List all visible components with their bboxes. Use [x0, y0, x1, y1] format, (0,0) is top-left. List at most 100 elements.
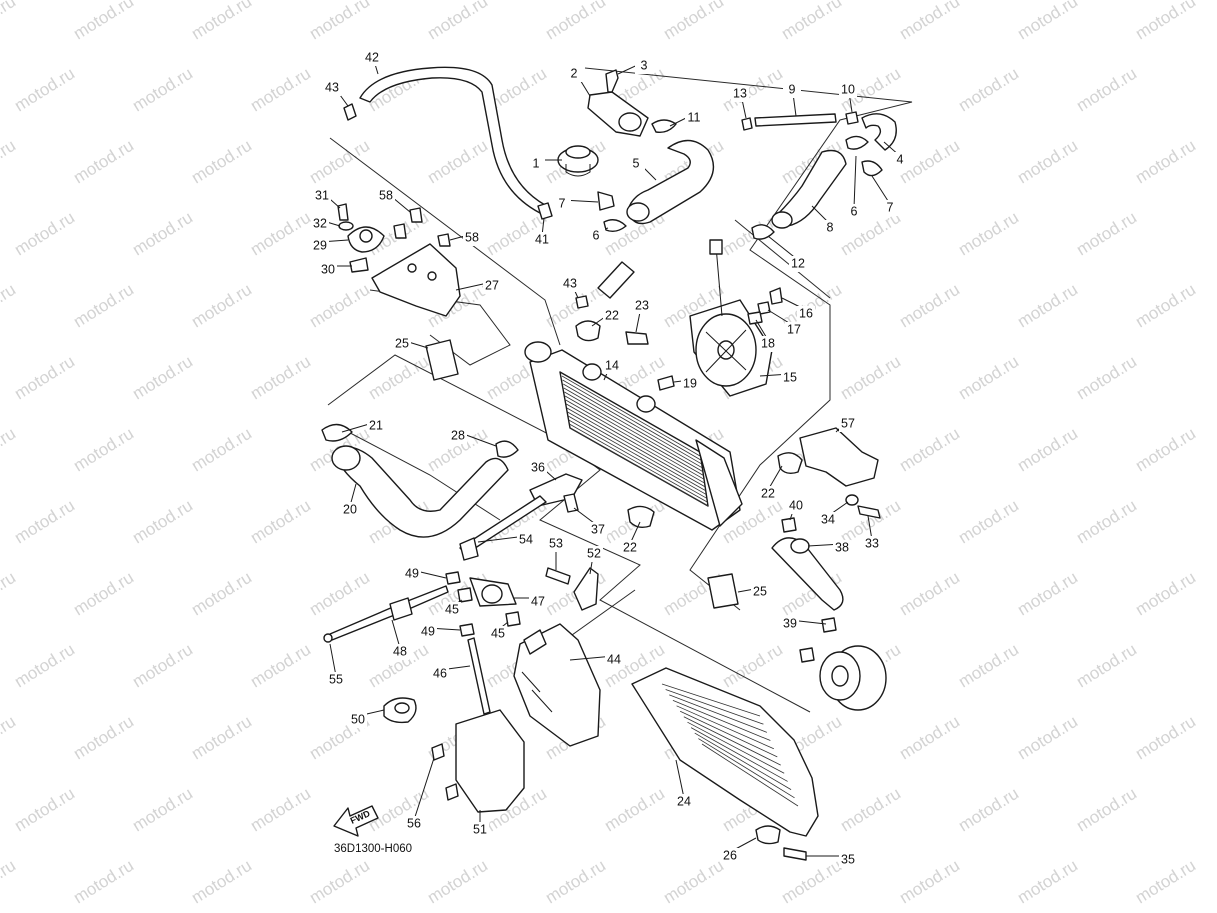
callout-bg — [483, 278, 501, 294]
watermark-text: motod.ru — [188, 280, 255, 332]
part-49-clamp-a — [445, 571, 461, 585]
part-26-collar — [755, 825, 781, 845]
callout-c22a: 22 — [591, 308, 621, 327]
callout-number: 14 — [605, 358, 619, 372]
watermark-text: motod.ru — [601, 784, 668, 836]
callout-number: 30 — [321, 262, 335, 276]
part-1-thermostat — [557, 145, 599, 177]
callout-bg — [391, 644, 409, 660]
callout-number: 49 — [421, 624, 435, 638]
callout-c3: 3 — [617, 58, 653, 75]
callout-c9: 9 — [783, 82, 801, 117]
cover-louver — [680, 710, 778, 758]
radiator-fin — [564, 391, 703, 472]
callout-c49a: 49 — [403, 566, 447, 582]
callout-bg — [533, 232, 551, 248]
callout-bg — [781, 370, 799, 386]
callout-number: 2 — [571, 66, 578, 80]
watermark-text: motod.ru — [955, 496, 1022, 548]
radiator-fin — [569, 427, 709, 507]
callout-number: 45 — [445, 602, 459, 616]
watermark-text: motod.ru — [896, 424, 963, 476]
watermark-text: motod.ru — [70, 280, 137, 332]
part-32-washer — [338, 221, 354, 231]
watermark-text: motod.ru — [306, 0, 373, 43]
callout-c43a: 43 — [323, 80, 349, 107]
part-58-grommet-c — [437, 233, 451, 247]
watermark-text: motod.ru — [1132, 712, 1199, 764]
callout-c43b: 43 — [561, 276, 579, 299]
callout-bg — [565, 66, 583, 82]
callout-bg — [431, 666, 449, 682]
part-56-bolt-a — [431, 743, 445, 761]
callout-number: 45 — [491, 626, 505, 640]
radiator-fin — [566, 407, 706, 488]
callout-c50: 50 — [349, 709, 385, 728]
callout-c32: 32 — [311, 216, 341, 232]
callout-c38: 38 — [807, 540, 851, 556]
part-4-hose — [861, 113, 897, 151]
part-22-grommet-lower — [627, 505, 655, 529]
callout-number: 25 — [395, 336, 409, 350]
breather-cap — [819, 645, 887, 711]
watermark-text: motod.ru — [778, 0, 845, 43]
callout-c34: 34 — [819, 501, 849, 528]
part-5-hose — [626, 139, 715, 225]
part-20-hose — [331, 445, 509, 538]
watermark-text: motod.ru — [896, 568, 963, 620]
callout-bg — [633, 298, 651, 314]
part-13-clamp — [741, 117, 753, 131]
part-16-bolt — [769, 287, 783, 305]
callout-number: 18 — [761, 336, 775, 350]
callout-bg — [759, 486, 777, 502]
watermark-text: motod.ru — [660, 0, 727, 43]
watermark-text: motod.ru — [1073, 640, 1140, 692]
callout-c17: 17 — [767, 309, 803, 338]
watermark-text: motod.ru — [0, 712, 19, 764]
part-24-radiator-cover — [631, 667, 819, 837]
boundary-fan — [734, 219, 831, 299]
part-2-thermostat-cover — [587, 91, 649, 137]
watermark-text: motod.ru — [247, 64, 314, 116]
watermark-text: motod.ru — [1132, 856, 1199, 908]
watermark-text: motod.ru — [955, 784, 1022, 836]
watermark-text: motod.ru — [1132, 0, 1199, 43]
watermark-text: motod.ru — [837, 784, 904, 836]
watermark-text: motod.ru — [70, 136, 137, 188]
watermark-text: motod.ru — [129, 496, 196, 548]
watermark-text: motod.ru — [1073, 784, 1140, 836]
radiator-fin — [565, 399, 704, 480]
callout-bg — [783, 82, 801, 98]
callout-leader — [391, 619, 401, 649]
part-6-clamp-right — [845, 135, 869, 150]
watermark-text: motod.ru — [70, 568, 137, 620]
watermark-text: motod.ru — [365, 352, 432, 404]
watermark-text: motod.ru — [11, 640, 78, 692]
callout-number: 29 — [313, 238, 327, 252]
part-30-clip — [349, 257, 369, 273]
callout-number: 6 — [851, 204, 858, 218]
part-34-washer — [845, 494, 859, 506]
cover-louver — [698, 738, 795, 799]
watermark-text: motod.ru — [247, 208, 314, 260]
radiator-inlet-hose — [597, 261, 635, 299]
callout-number: 9 — [789, 82, 796, 96]
callout-c6a: 6 — [587, 227, 609, 244]
watermark-text: motod.ru — [247, 784, 314, 836]
callout-bg — [839, 416, 857, 432]
callout-c25a: 25 — [393, 336, 429, 352]
boundary-reservoir — [564, 589, 636, 641]
callout-bg — [561, 276, 579, 292]
callout-bg — [341, 502, 359, 518]
watermark-text: motod.ru — [70, 424, 137, 476]
callout-bg — [721, 848, 739, 864]
part-37-bolt — [563, 493, 579, 513]
callout-number: 32 — [313, 216, 327, 230]
callout-bg — [377, 188, 395, 204]
callout-bg — [751, 584, 769, 600]
watermark-text: motod.ru — [0, 136, 19, 188]
callout-bg — [821, 220, 839, 236]
callout-bg — [327, 672, 345, 688]
callout-bg — [463, 230, 481, 246]
